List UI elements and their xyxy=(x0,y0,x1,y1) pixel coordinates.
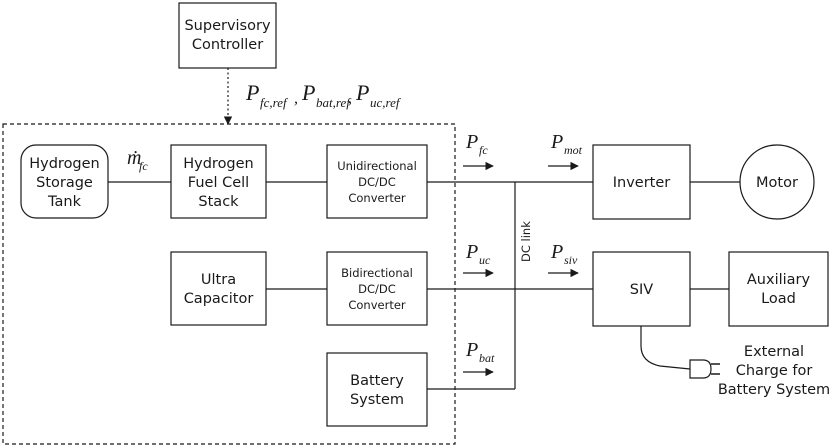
pmot-symbol: P xyxy=(550,131,563,153)
battery-label-line1: Battery xyxy=(350,373,404,389)
bi-converter-label-line2: DC/DC xyxy=(358,282,396,296)
reference-signals-label: P fc,ref P bat,ref P uc,ref , , xyxy=(245,80,402,110)
unidirectional-converter-block[interactable]: Unidirectional DC/DC Converter xyxy=(326,144,428,219)
ref-bat-subscript: bat,ref xyxy=(316,95,352,110)
power-flow-siv: P siv xyxy=(548,241,579,278)
pmot-subscript: mot xyxy=(564,143,583,157)
siv-block[interactable]: SIV xyxy=(592,251,691,327)
uni-converter-label-line2: DC/DC xyxy=(358,175,396,189)
pfc-symbol: P xyxy=(465,131,478,153)
psiv-subscript: siv xyxy=(564,253,578,267)
motor-label: Motor xyxy=(756,175,798,191)
ref-comma-2: , xyxy=(348,90,352,107)
siv-label: SIV xyxy=(630,282,653,298)
inverter-block[interactable]: Inverter xyxy=(592,144,691,220)
battery-system-block[interactable]: Battery System xyxy=(326,352,428,427)
battery-label-line2: System xyxy=(350,392,404,408)
mdot-subscript: fc xyxy=(139,159,148,173)
uni-converter-label-line3: Converter xyxy=(348,191,406,205)
power-flow-fc: P fc xyxy=(463,131,494,171)
ext-charge-line2: Charge for xyxy=(736,363,813,379)
ref-comma-1: , xyxy=(294,90,298,107)
fuel-cell-block[interactable]: Hydrogen Fuel Cell Stack xyxy=(170,144,267,219)
inverter-label: Inverter xyxy=(613,175,671,191)
external-charge-label: External Charge for Battery System xyxy=(718,344,830,398)
ref-fc-symbol: P xyxy=(245,80,259,105)
bi-converter-label-line3: Converter xyxy=(348,298,406,312)
power-flow-bat: P bat xyxy=(463,339,495,377)
ref-bat-symbol: P xyxy=(301,80,315,105)
power-flow-uc: P uc xyxy=(463,241,494,278)
tank-label-line1: Hydrogen xyxy=(29,156,100,172)
tank-label-line2: Storage xyxy=(36,175,93,191)
fuel-cell-label-line2: Fuel Cell xyxy=(188,175,249,191)
fuel-cell-label-line1: Hydrogen xyxy=(183,156,254,172)
ext-charge-line3: Battery System xyxy=(718,382,830,398)
supervisory-label-line1: Supervisory xyxy=(184,18,270,34)
ref-uc-symbol: P xyxy=(355,80,369,105)
power-flow-mot: P mot xyxy=(548,131,583,171)
pbat-symbol: P xyxy=(465,339,478,361)
pfc-subscript: fc xyxy=(479,143,488,157)
tank-label-line3: Tank xyxy=(47,194,82,210)
ref-uc-subscript: uc,ref xyxy=(370,95,402,110)
ultracap-label-line2: Capacitor xyxy=(184,291,254,307)
aux-load-label-line1: Auxiliary xyxy=(747,272,811,288)
uni-converter-label-line1: Unidirectional xyxy=(337,159,417,173)
supervisory-label-line2: Controller xyxy=(192,37,263,53)
plug-icon xyxy=(640,326,720,379)
ultracap-label-line1: Ultra xyxy=(201,272,236,288)
dc-link-label: DC link xyxy=(519,221,533,262)
fuel-cell-label-line3: Stack xyxy=(198,194,239,210)
bidirectional-converter-block[interactable]: Bidirectional DC/DC Converter xyxy=(326,251,428,326)
ext-charge-line1: External xyxy=(744,344,804,360)
ref-fc-subscript: fc,ref xyxy=(260,95,289,110)
aux-load-label-line2: Load xyxy=(761,291,796,307)
puc-subscript: uc xyxy=(479,253,491,267)
connection-wires xyxy=(108,181,740,390)
auxiliary-load-block[interactable]: Auxiliary Load xyxy=(728,251,829,327)
bi-converter-label-line1: Bidirectional xyxy=(341,266,413,280)
psiv-symbol: P xyxy=(550,241,563,263)
motor-block[interactable]: Motor xyxy=(739,144,815,220)
puc-symbol: P xyxy=(465,241,478,263)
mdot-symbol: ṁ xyxy=(127,147,141,169)
ultracapacitor-block[interactable]: Ultra Capacitor xyxy=(170,251,267,326)
hydrogen-tank-block[interactable]: Hydrogen Storage Tank xyxy=(20,144,109,219)
supervisory-controller-block[interactable]: Supervisory Controller xyxy=(178,2,277,69)
pbat-subscript: bat xyxy=(479,351,495,365)
